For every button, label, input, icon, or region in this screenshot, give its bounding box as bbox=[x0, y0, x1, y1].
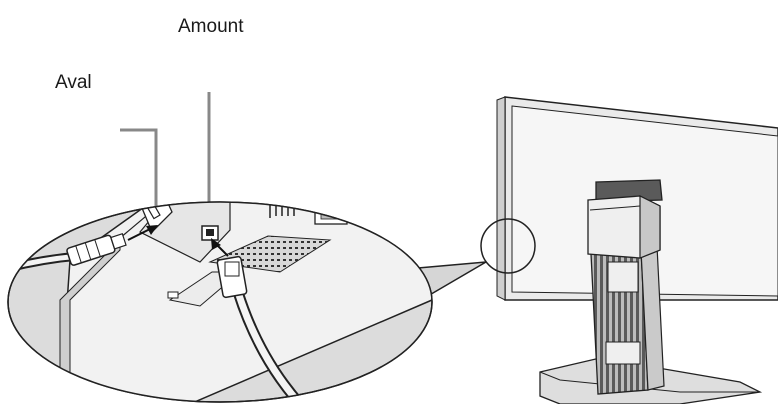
zoom-circle bbox=[480, 218, 536, 274]
upstream-usb-cable bbox=[216, 255, 306, 402]
insert-arrow-amount bbox=[211, 238, 229, 257]
insert-arrow-aval bbox=[127, 225, 158, 241]
upstream-port-label: Amount bbox=[178, 16, 244, 37]
magnified-view bbox=[7, 201, 433, 403]
monitor-illustration bbox=[480, 96, 778, 404]
aval-leader-line bbox=[120, 128, 158, 218]
downstream-port-label: Aval bbox=[55, 72, 92, 93]
